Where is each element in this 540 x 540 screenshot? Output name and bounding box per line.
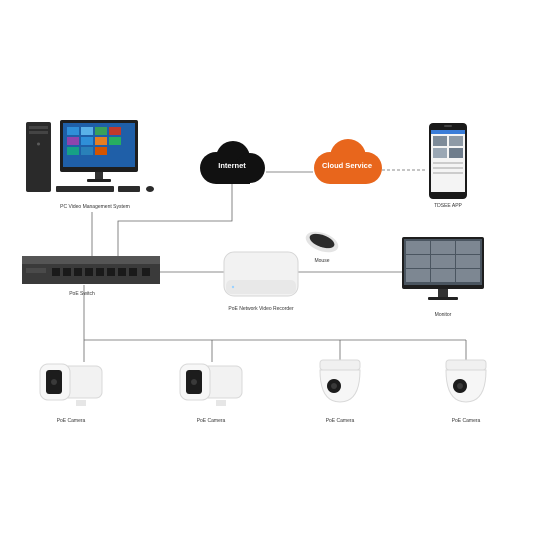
camera-2-label: PoE Camera — [196, 418, 226, 424]
camera-3-label: PoE Camera — [325, 418, 355, 424]
smartphone-icon — [429, 123, 467, 199]
camera-3: PoE Camera — [314, 358, 366, 424]
pc-icon — [26, 120, 154, 192]
cloud-service-icon — [314, 139, 382, 184]
mouse-icon — [305, 231, 339, 253]
app-phone: TDSEE APP — [428, 122, 468, 209]
internet-label: Internet — [218, 161, 246, 170]
camera-1: PoE Camera — [38, 360, 104, 424]
camera-1-label: PoE Camera — [56, 418, 86, 424]
service-cloud: Cloud Service — [310, 138, 384, 186]
mouse-label: Mouse — [314, 258, 330, 264]
cloud-icon — [200, 141, 265, 184]
link-switch-internet — [117, 184, 233, 256]
turret-camera-icon — [445, 359, 487, 403]
app-label: TDSEE APP — [434, 203, 462, 209]
bullet-camera-icon — [39, 363, 103, 406]
nvr-icon — [223, 251, 299, 297]
camera-4: PoE Camera — [440, 358, 492, 424]
camera-4-label: PoE Camera — [451, 418, 481, 424]
bullet-camera-icon — [179, 363, 243, 406]
monitor-device: Monitor — [400, 236, 486, 318]
nvr-label: PoE Network Video Recorder — [228, 306, 294, 312]
nvr-device: PoE Network Video Recorder — [222, 250, 300, 312]
mouse-device: Mouse — [303, 230, 341, 264]
internet-cloud: Internet — [196, 140, 268, 186]
monitor-label: Monitor — [434, 312, 452, 318]
camera-2: PoE Camera — [178, 360, 244, 424]
monitor-icon — [402, 237, 484, 300]
pc-device: PC Video Management System — [20, 118, 170, 210]
pc-label: PC Video Management System — [60, 204, 130, 210]
switch-label: PoE Switch — [69, 291, 95, 297]
switch-icon — [22, 256, 160, 284]
cloud-service-label: Cloud Service — [321, 161, 373, 170]
poe-switch: PoE Switch — [22, 256, 160, 297]
turret-camera-icon — [319, 359, 361, 403]
